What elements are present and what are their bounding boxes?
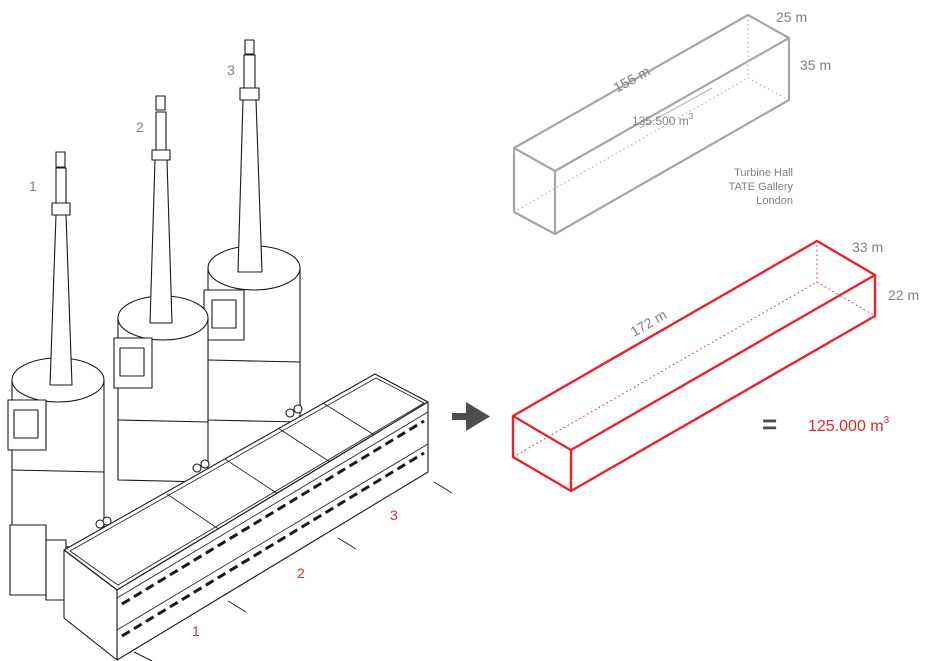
proposed-height-label: 22 m — [888, 287, 919, 303]
proposed-length-label: 172 m — [628, 306, 670, 339]
chimney-1 — [49, 151, 73, 386]
section-label-1: 1 — [192, 623, 200, 639]
proposed-volume-box — [511, 239, 877, 493]
reference-caption-line-2: TATE Gallery — [729, 181, 794, 193]
section-label-2: 2 — [297, 565, 305, 581]
chimney-3 — [237, 39, 263, 273]
chimney-2 — [149, 95, 173, 324]
turbine-hall-block — [63, 373, 429, 661]
proposed-volume-label: 125.000 m3 — [808, 415, 890, 435]
reference-caption-line-1: Turbine Hall — [734, 167, 793, 179]
arrow-right-icon — [452, 402, 490, 431]
chimney-label-1: 1 — [29, 178, 37, 194]
equals-sign: = — [762, 409, 777, 439]
reference-length-label: 155 m — [611, 63, 653, 96]
reference-height-label: 35 m — [800, 57, 831, 73]
reference-volume-label: 135.500 m3 — [632, 112, 694, 128]
reference-volume-box — [512, 13, 791, 236]
chimney-label-3: 3 — [227, 62, 235, 78]
boiler-house-2 — [113, 295, 209, 483]
power-station-drawing — [7, 39, 453, 661]
reference-width-label: 25 m — [776, 9, 807, 25]
section-label-3: 3 — [390, 507, 398, 523]
reference-caption-line-3: London — [756, 195, 793, 207]
chimney-label-2: 2 — [136, 119, 144, 135]
proposed-width-label: 33 m — [852, 239, 883, 255]
reference-volume-leader — [639, 87, 713, 129]
section-ticks — [133, 481, 453, 661]
